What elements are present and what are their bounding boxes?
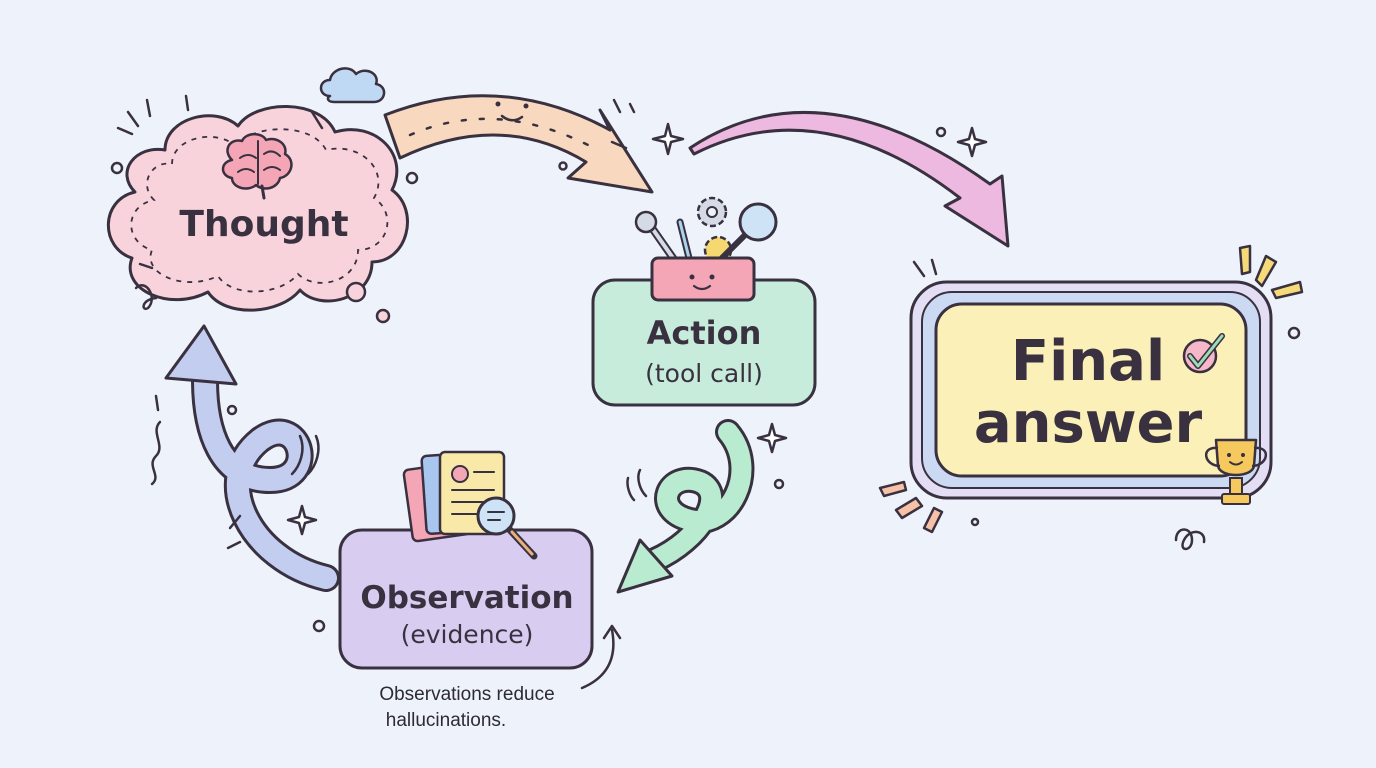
arrow-action-to-final [688,110,1010,248]
observation-sublabel: (evidence) [401,620,534,649]
trophy-icon [1205,438,1267,505]
sparkle-icon [651,122,685,156]
decorations [110,94,1301,633]
observation-node: Observation (evidence) [338,450,594,670]
action-label: Action [647,314,762,352]
celebration-bursts [878,244,1304,534]
action-node: Action (tool call) [591,196,817,407]
toolbox-icon [634,196,778,302]
arrow-thought-to-action [383,94,654,194]
arrow-action-to-observation [616,419,755,594]
final-answer-node: Final answer [909,280,1273,505]
sparkle-icon [956,126,988,158]
sparkle-icon [756,422,788,454]
small-cloud-icon [319,67,386,104]
observation-label: Observation [360,580,573,616]
arrow-observation-to-thought [164,324,340,592]
sparkle-icon [286,504,318,536]
thought-label: Thought [179,204,348,245]
thought-node: Thought [106,105,409,324]
annotation-line2: hallucinations. [386,710,506,731]
checkmark-icon [1182,333,1225,374]
annotation-line1: Observations reduce [379,684,554,705]
documents-magnifier-icon [402,450,538,560]
final-answer-line1: Final [1011,329,1165,394]
annotation: Observations reduce hallucinations. [379,684,554,731]
final-answer-line2: answer [974,391,1203,456]
brain-icon [221,132,293,200]
action-sublabel: (tool call) [645,359,763,388]
annotation-pointer-arrow [580,624,622,690]
